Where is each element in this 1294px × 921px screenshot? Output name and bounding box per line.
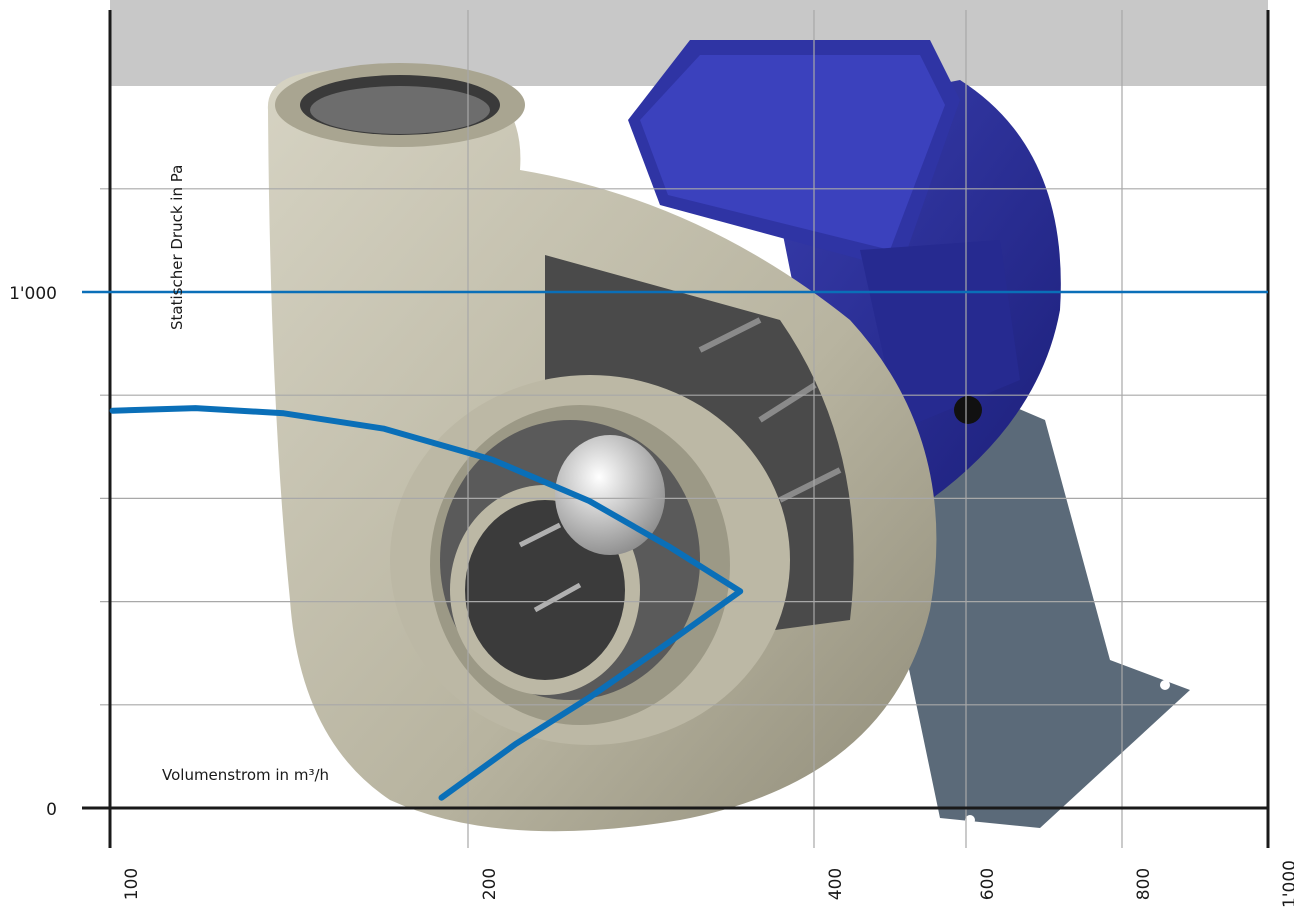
x-tick-label: 800 [1134,868,1154,900]
fan-curve-line [109,405,744,801]
fan-bracket [905,405,1190,828]
y-tick-label: 0 [46,800,57,820]
x-tick-label: 600 [978,868,998,900]
y-tick-label: 1'000 [9,284,57,304]
fan-illustration [267,40,1190,832]
x-tick-label: 400 [826,868,846,900]
x-tick-label: 100 [122,868,142,900]
x-tick-label: 1'000 [1280,860,1294,908]
y-tick-labels: 0 1'000 [9,284,57,820]
x-axis-title: Volumenstrom in m³/h [162,766,329,784]
grid [100,10,1268,848]
x-tick-label: 200 [480,868,500,900]
y-axis-title: Statischer Druck in Pa [168,165,186,330]
x-tick-labels: 100 200 400 600 800 1'000 [122,860,1294,908]
